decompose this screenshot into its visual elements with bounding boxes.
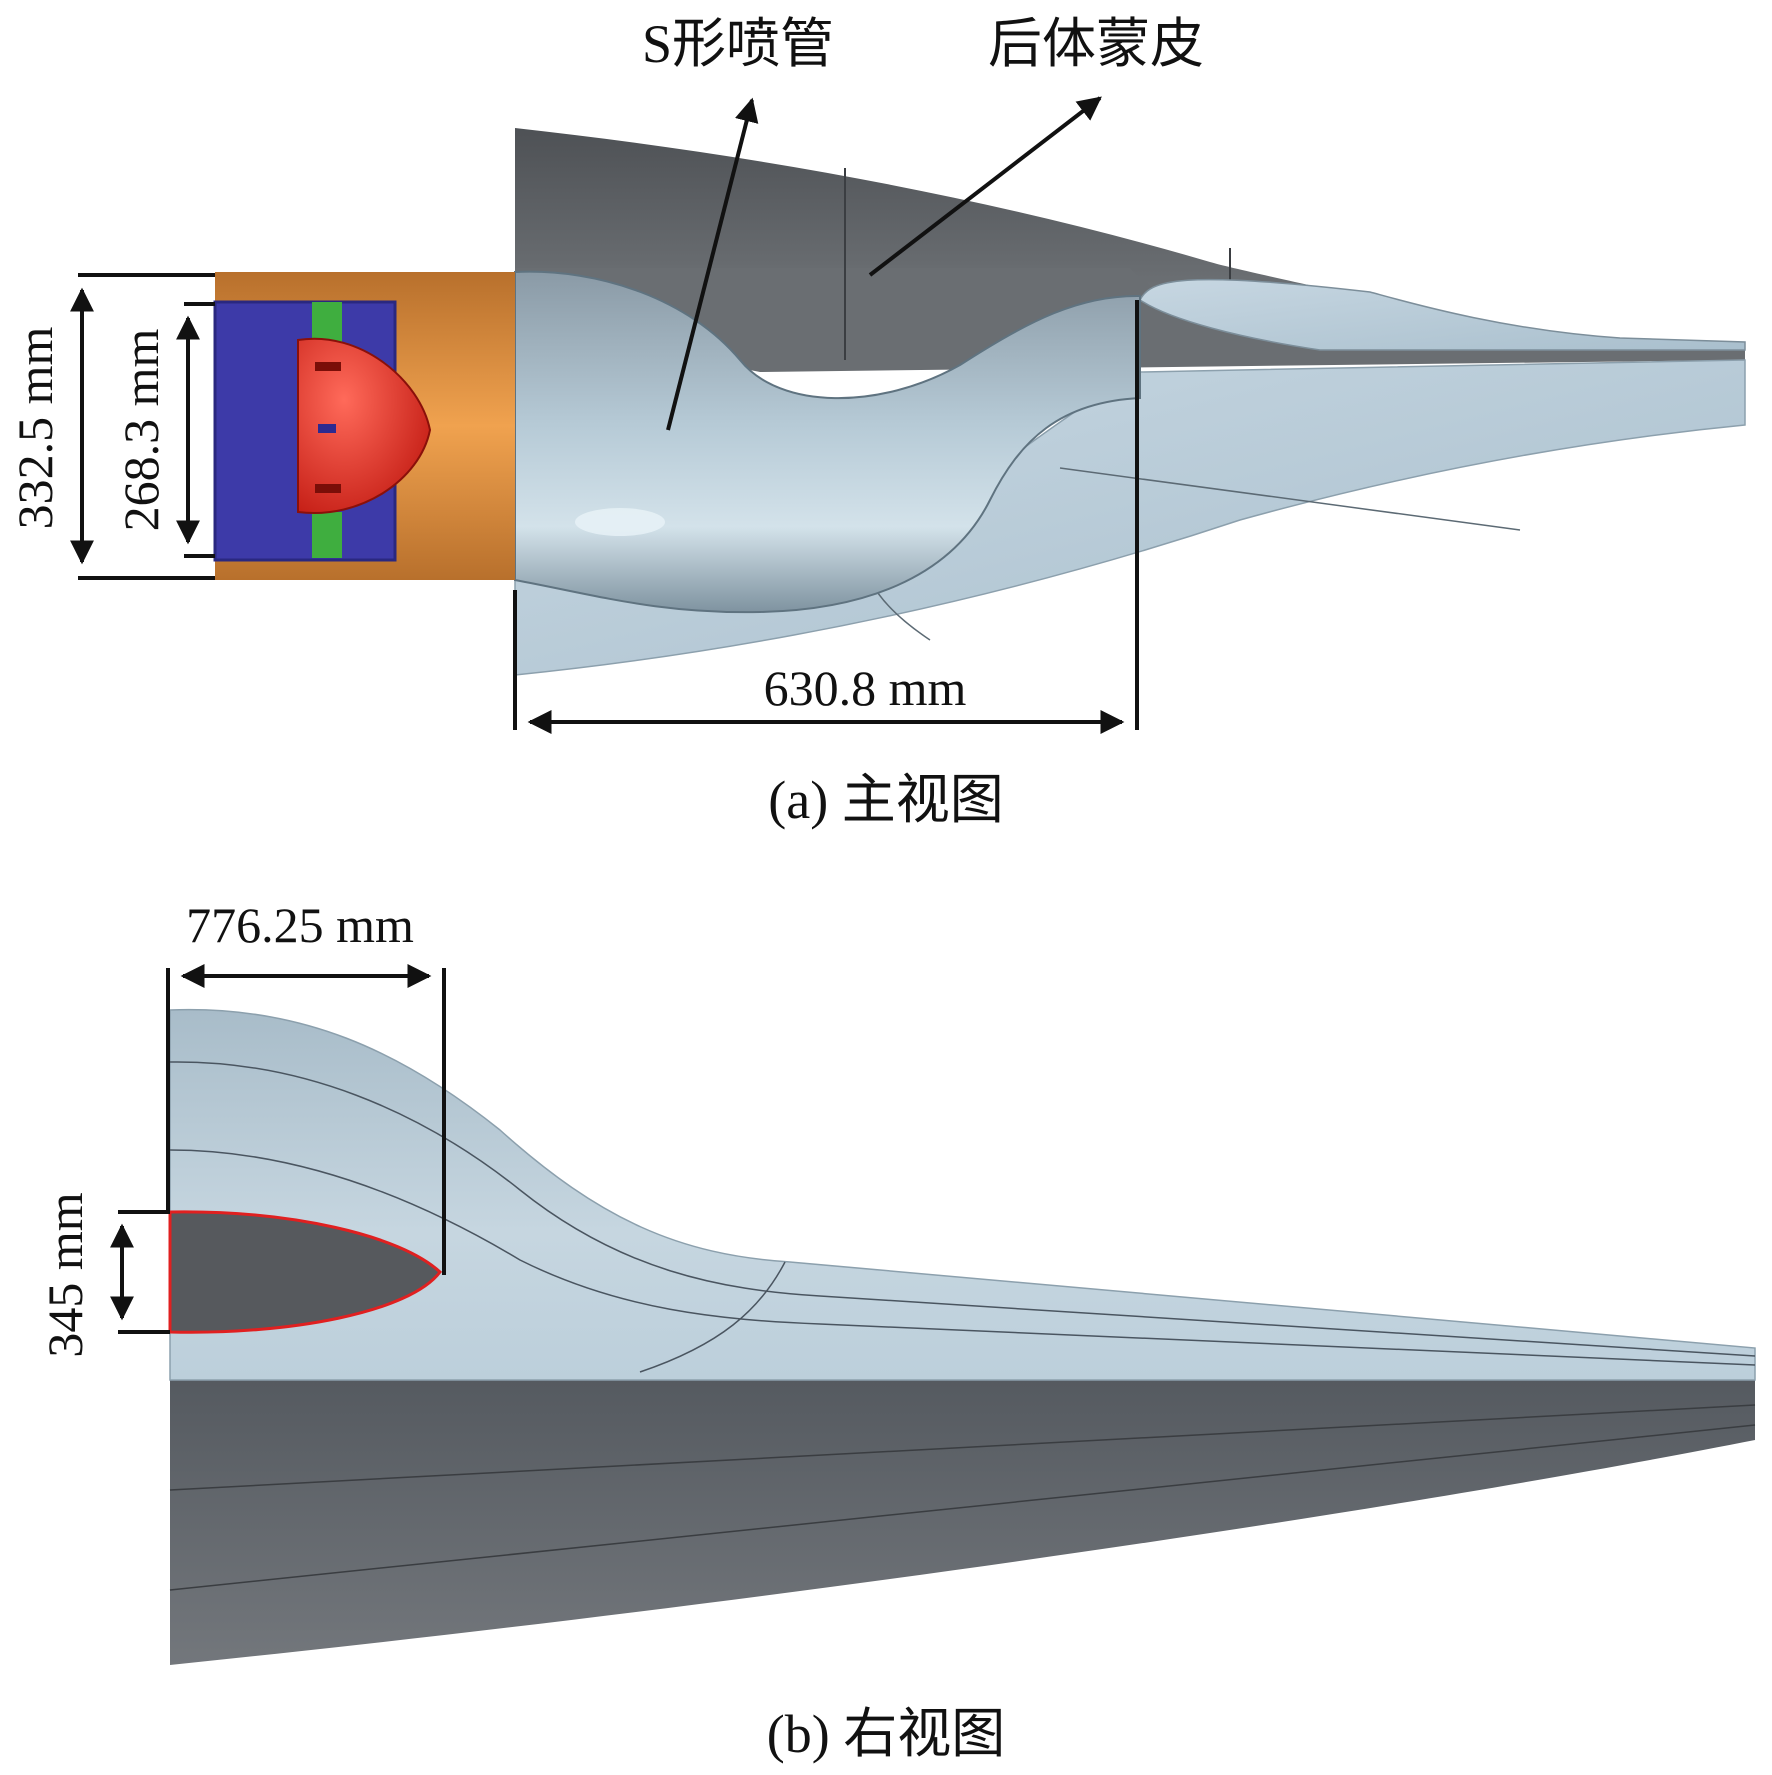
- rightview-upper-line-1: [169, 1061, 1756, 1357]
- dim-inner-diameter-label: 268.3 mm: [113, 329, 169, 532]
- spinner-slot-1: [315, 362, 341, 371]
- rightview-upper-skin: [169, 1008, 1756, 1381]
- s-nozzle-duct: [514, 270, 1141, 614]
- dim-outlet-width-label: 776.25 mm: [186, 897, 414, 953]
- dim-outlet-width: [166, 964, 446, 1275]
- view-b-right-view: 776.25 mm 345 mm (b) 右视图: [37, 897, 1756, 1764]
- dim-outlet-height-label: 345 mm: [37, 1192, 93, 1357]
- caption-view-b: (b) 右视图: [767, 1704, 1005, 1764]
- rightview-upper-seam: [639, 1261, 786, 1373]
- dim-inner-diameter: [176, 302, 215, 558]
- rightview-lower-line-2: [169, 1424, 1756, 1591]
- callout-arrow-afterbody: [868, 96, 1102, 277]
- rightview-lower-skin: [170, 1380, 1755, 1665]
- fan-ring-bottom: [312, 512, 342, 558]
- afterbody-upper-trailing-edge: [1139, 278, 1746, 351]
- nozzle-outlet: [168, 1210, 443, 1334]
- dim-outer-diameter-label: 332.5 mm: [7, 327, 63, 530]
- afterbody-skin-upper: [515, 128, 1375, 300]
- s-nozzle-highlight: [575, 508, 665, 536]
- callout-afterbody-label: 后体蒙皮: [988, 14, 1204, 74]
- dim-nozzle-length: [513, 300, 1139, 734]
- dim-outlet-height: [110, 1210, 170, 1334]
- rightview-upper-line-2: [169, 1149, 1756, 1366]
- spinner-slot-2: [318, 424, 336, 433]
- spinner-slot-3: [315, 484, 341, 493]
- rightview-lower-line-1: [169, 1404, 1756, 1491]
- spinner-cone: [297, 337, 432, 514]
- caption-view-a: (a) 主视图: [768, 770, 1003, 830]
- view-a-front-view: 332.5 mm 268.3 mm 630.8 mm S形喷管 后体蒙皮 (a)…: [7, 14, 1746, 830]
- dim-nozzle-length-label: 630.8 mm: [764, 660, 967, 716]
- callout-nozzle-label: S形喷管: [642, 14, 834, 74]
- dim-outer-diameter: [70, 273, 215, 580]
- callout-arrow-nozzle: [666, 97, 759, 431]
